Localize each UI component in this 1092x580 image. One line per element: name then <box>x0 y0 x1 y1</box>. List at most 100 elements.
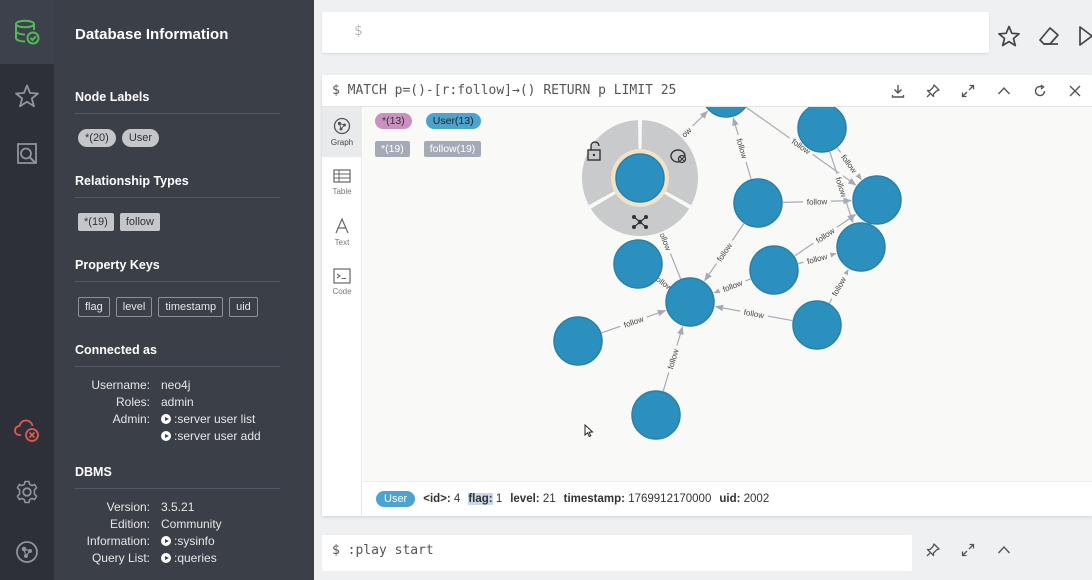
view-tabs: Graph Table Text Code <box>322 107 362 516</box>
disconnected-status-button[interactable] <box>0 398 54 462</box>
documents-nav-button[interactable] <box>0 122 54 186</box>
queries-link[interactable]: :queries <box>161 551 217 565</box>
relationship-types-list: *(19) follow <box>78 213 160 231</box>
graph-node[interactable] <box>702 107 750 118</box>
prop-key: level: <box>510 493 540 505</box>
close-icon[interactable] <box>1067 83 1083 99</box>
run-icon[interactable] <box>1077 24 1092 48</box>
graph-svg[interactable]: followfollowfollowfollowfollowfollowfoll… <box>363 107 1092 481</box>
command-text: :server user list <box>174 412 256 426</box>
favorite-star-icon[interactable] <box>997 24 1021 48</box>
query-list-key: Query List: <box>91 551 150 565</box>
legend-rel-chip[interactable]: *(19) <box>375 141 410 157</box>
legend-label-chip[interactable]: User(13) <box>425 113 481 129</box>
star-icon <box>15 84 39 108</box>
query-list-row: Query List: :queries <box>54 551 314 568</box>
about-nav-button[interactable] <box>0 520 54 580</box>
status-label-badge[interactable]: User <box>376 491 416 507</box>
pin-icon[interactable] <box>925 542 941 558</box>
edition-value: Community <box>161 517 222 531</box>
property-key-chip[interactable]: level <box>115 297 153 317</box>
tab-code[interactable]: Code <box>322 257 362 307</box>
version-row: Version: 3.5.21 <box>54 500 314 517</box>
collapse-icon[interactable] <box>996 542 1012 558</box>
edge-label: follow <box>666 348 681 370</box>
property-key-chip[interactable]: uid <box>229 297 258 317</box>
edition-key: Edition: <box>109 517 150 531</box>
server-user-list-link[interactable]: :server user list <box>161 412 255 426</box>
node-properties-bar: User <id>: 4 flag: 1 level: 21 timestamp… <box>363 481 1092 516</box>
relationship-type-chip[interactable]: follow <box>119 213 160 231</box>
frame2-query-text[interactable]: $ :play start <box>332 543 434 558</box>
edge-label-background <box>827 271 850 302</box>
graph-node[interactable] <box>733 178 783 228</box>
database-nav-button[interactable] <box>0 0 54 64</box>
status-level: level: 21 <box>510 493 555 505</box>
download-icon[interactable] <box>890 83 906 99</box>
graph-node[interactable] <box>749 245 799 295</box>
sysinfo-link[interactable]: :sysinfo <box>161 534 215 548</box>
tab-graph[interactable]: Graph <box>322 107 362 157</box>
edge-label: follow <box>807 197 828 207</box>
legend-label-chip[interactable]: *(13) <box>375 113 412 129</box>
icon-rail <box>0 0 54 580</box>
graph-node[interactable] <box>836 222 886 272</box>
edge-label-background <box>802 196 832 207</box>
favorites-nav-button[interactable] <box>0 64 54 128</box>
play-icon <box>161 431 171 441</box>
edge-label-background <box>733 133 751 164</box>
document-search-icon <box>17 143 37 164</box>
edge-label-background <box>802 250 832 268</box>
collapse-icon[interactable] <box>996 83 1012 99</box>
mouse-cursor-icon <box>584 424 594 438</box>
unlock-icon[interactable] <box>587 141 601 161</box>
property-key-chip[interactable]: timestamp <box>158 297 224 317</box>
relationship-types-title: Relationship Types <box>75 174 189 188</box>
relationship-type-chip[interactable]: *(19) <box>78 213 114 231</box>
expand-node-icon[interactable] <box>632 215 648 229</box>
prop-value: 21 <box>542 493 556 505</box>
eraser-icon[interactable] <box>1037 24 1061 48</box>
graph-view-icon <box>333 117 351 135</box>
graph-node[interactable] <box>553 316 603 366</box>
node-label-chip[interactable]: User <box>121 129 160 147</box>
code-icon <box>333 268 351 284</box>
settings-nav-button[interactable] <box>0 460 54 524</box>
edge-label-background <box>664 344 682 374</box>
node-legend: *(13) User(13) <box>375 113 481 129</box>
graph-node[interactable] <box>631 390 681 440</box>
hide-node-icon[interactable] <box>670 149 687 164</box>
edge-label: follow <box>806 252 828 266</box>
server-user-add-link[interactable]: :server user add <box>161 429 261 443</box>
editor-prompt: $ <box>354 23 363 39</box>
username-row: Username: neo4j <box>54 378 314 395</box>
dbms-title: DBMS <box>75 465 112 479</box>
username-value: neo4j <box>161 378 191 392</box>
prop-value: 2002 <box>743 493 770 505</box>
graph-node[interactable] <box>792 300 842 350</box>
tab-table[interactable]: Table <box>322 157 362 207</box>
information-row: Information: :sysinfo <box>54 534 314 551</box>
rerun-icon[interactable] <box>1032 83 1048 99</box>
pin-icon[interactable] <box>925 83 941 99</box>
graph-node[interactable] <box>615 153 665 203</box>
graph-node[interactable] <box>665 277 715 327</box>
graph-node[interactable] <box>797 107 847 153</box>
graph-node[interactable] <box>852 175 902 225</box>
property-key-chip[interactable]: flag <box>78 297 110 317</box>
tab-text[interactable]: Text <box>322 207 362 257</box>
text-icon <box>335 217 349 234</box>
cypher-editor[interactable]: $ <box>322 12 989 53</box>
database-icon <box>15 19 40 45</box>
tab-label: Text <box>334 238 350 247</box>
legend-rel-chip[interactable]: follow(19) <box>423 141 482 157</box>
fullscreen-icon[interactable] <box>960 83 976 99</box>
connected-as-title: Connected as <box>75 343 157 357</box>
node-label-chip[interactable]: *(20) <box>78 129 116 147</box>
graph-node[interactable] <box>613 239 663 289</box>
status-timestamp: timestamp: 1769912170000 <box>564 493 712 505</box>
frame-query-text[interactable]: $ MATCH p=()-[r:follow]→() RETURN p LIMI… <box>332 83 677 98</box>
admin-key: Admin: <box>112 412 150 426</box>
fullscreen-icon[interactable] <box>960 542 976 558</box>
